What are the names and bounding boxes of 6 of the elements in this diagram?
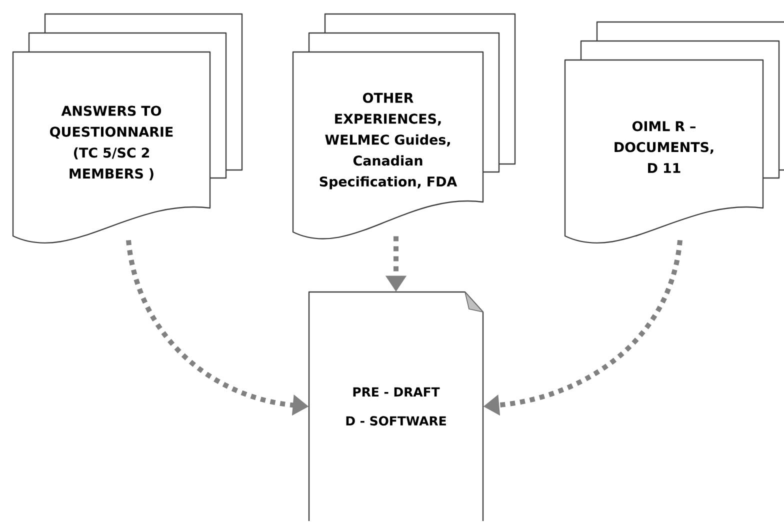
document-stack: OIML R – DOCUMENTS, D 11 xyxy=(564,21,784,244)
document-stack: OTHER EXPERIENCES, WELMEC Guides, Canadian Specification, FDA xyxy=(292,13,516,240)
document: PRE - DRAFT D - SOFTWARE xyxy=(308,291,484,521)
document-stack: ANSWERS TO QUESTIONNARIE (TC 5/SC 2 MEMBERS ) xyxy=(12,13,243,244)
node-label: D - SOFTWARE xyxy=(346,416,446,426)
node-label: PRE - DRAFT xyxy=(353,387,440,396)
